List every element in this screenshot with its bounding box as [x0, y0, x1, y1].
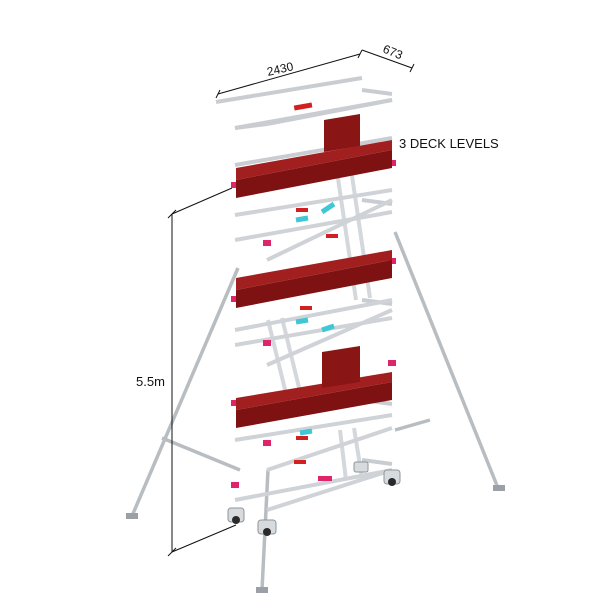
deck-platform-middle — [236, 250, 392, 308]
width-dimension — [215, 49, 363, 99]
side-braces — [234, 188, 393, 512]
deck-platform-top — [236, 114, 392, 198]
brace-clips — [295, 201, 336, 436]
height-dimension-label: 5.5m — [136, 374, 165, 389]
width-dimension-label: 2430 — [266, 59, 295, 79]
outrigger-feet — [126, 485, 505, 593]
deck-levels-label: 3 DECK LEVELS — [399, 136, 499, 151]
height-dimension — [167, 187, 237, 557]
red-tube-marks — [294, 208, 338, 464]
top-rail-red-clip — [293, 102, 313, 111]
castor-wheels — [227, 461, 401, 536]
top-guardrails — [215, 76, 393, 167]
depth-dimension — [361, 49, 415, 73]
depth-dimension-label: 673 — [381, 42, 405, 63]
deck-platform-bottom — [236, 346, 392, 428]
